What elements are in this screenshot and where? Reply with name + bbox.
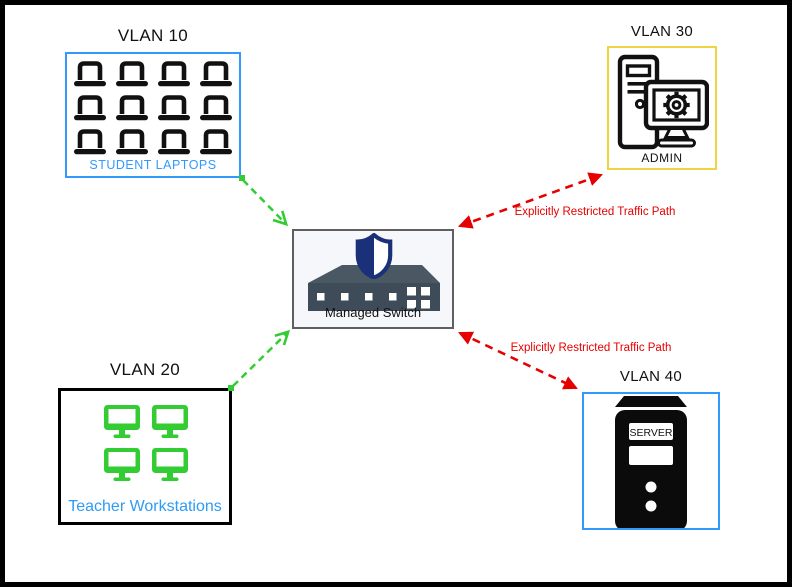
vlan20-title: VLAN 20 [109, 360, 181, 379]
vlan30-box: ADMIN [607, 46, 717, 170]
vlan30-label: ADMIN [641, 151, 683, 165]
managed-switch-box: Managed Switch [292, 229, 454, 329]
laptop-icon [74, 95, 106, 121]
server-icon: SERVER [603, 395, 699, 528]
admin-workstation-icon [617, 54, 710, 155]
workstation-icon [104, 405, 140, 438]
laptop-icon [116, 95, 148, 121]
vlan30-title: VLAN 30 [630, 23, 694, 40]
laptop-icon [116, 61, 148, 87]
allowed-path-vlan20 [228, 333, 287, 391]
laptop-icon [200, 129, 232, 155]
vlan20-box: Teacher Workstations [58, 388, 232, 525]
vlan40-title: VLAN 40 [619, 368, 683, 385]
gear-icon [663, 91, 690, 119]
laptop-icon [74, 61, 106, 87]
allowed-path-vlan10 [239, 175, 285, 223]
vlan20-label: Teacher Workstations [68, 498, 222, 515]
laptop-icon [116, 129, 148, 155]
restricted-label-vlan30: Explicitly Restricted Traffic Path [514, 206, 676, 218]
restricted-path-vlan30 [457, 172, 604, 229]
workstation-icon [104, 448, 140, 481]
workstation-icon [152, 405, 188, 438]
vlan10-label: STUDENT LAPTOPS [89, 158, 217, 172]
laptop-icon [158, 95, 190, 121]
laptop-icon [200, 61, 232, 87]
laptop-icon [158, 61, 190, 87]
vlan10-title: VLAN 10 [117, 26, 189, 45]
laptop-icon [158, 129, 190, 155]
laptop-icon [200, 95, 232, 121]
monitor-icon [643, 79, 710, 148]
vlan10-box: STUDENT LAPTOPS [65, 52, 241, 178]
server-label: SERVER [630, 427, 673, 439]
laptop-icon [74, 129, 106, 155]
workstation-grid [103, 404, 189, 481]
shield-icon [355, 232, 393, 284]
vlan40-box: SERVER [582, 392, 720, 530]
switch-label: Managed Switch [324, 305, 422, 320]
managed-switch-icon [304, 257, 444, 320]
workstation-icon [152, 448, 188, 481]
restricted-label-vlan40: Explicitly Restricted Traffic Path [510, 342, 672, 354]
laptop-grid [72, 60, 234, 155]
